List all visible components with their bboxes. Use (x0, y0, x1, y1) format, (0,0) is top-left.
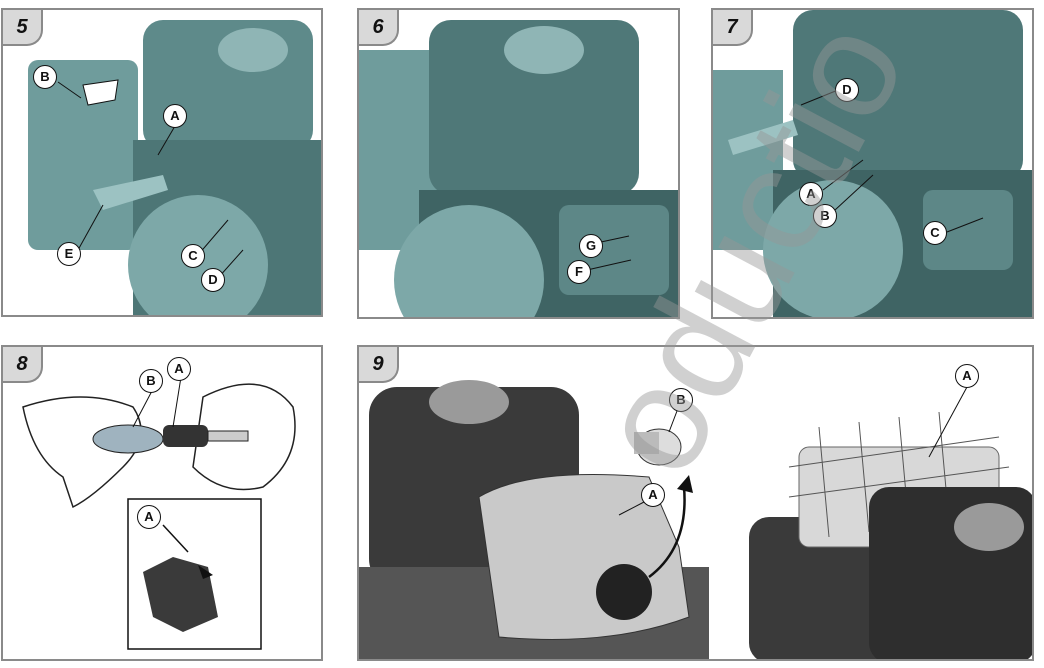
callout-e: E (57, 242, 81, 266)
figure-number: 5 (3, 10, 43, 46)
figure-7: 7 D A B C (711, 8, 1034, 319)
callout-b: B (669, 388, 693, 412)
callout-a: A (799, 182, 823, 206)
callout-b: B (813, 204, 837, 228)
callout-f: F (567, 260, 591, 284)
callout-a: A (163, 104, 187, 128)
callout-a: A (641, 483, 665, 507)
muffler-illustration (359, 380, 1032, 659)
callout-a: A (167, 357, 191, 381)
figure-number: 7 (713, 10, 753, 46)
callout-b: B (33, 65, 57, 89)
callout-c: C (181, 244, 205, 268)
spark-plug-illustration (22, 376, 296, 650)
callout-g: G (579, 234, 603, 258)
callout-c: C (923, 221, 947, 245)
callout-b: B (139, 369, 163, 393)
figure-5: 5 B A E C D (1, 8, 323, 317)
figure-9: 9 B A A (357, 345, 1034, 661)
engine-illustration (28, 20, 321, 315)
figure-number: 9 (359, 347, 399, 383)
callout-a-right: A (955, 364, 979, 388)
figure-8: 8 B A A (1, 345, 323, 661)
callout-d: D (201, 268, 225, 292)
figure-number: 8 (3, 347, 43, 383)
engine-illustration (359, 20, 678, 317)
callout-d: D (835, 78, 859, 102)
engine-illustration (713, 10, 1032, 317)
figure-number: 6 (359, 10, 399, 46)
callout-a-inset: A (137, 505, 161, 529)
figure-6: 6 G F (357, 8, 680, 319)
